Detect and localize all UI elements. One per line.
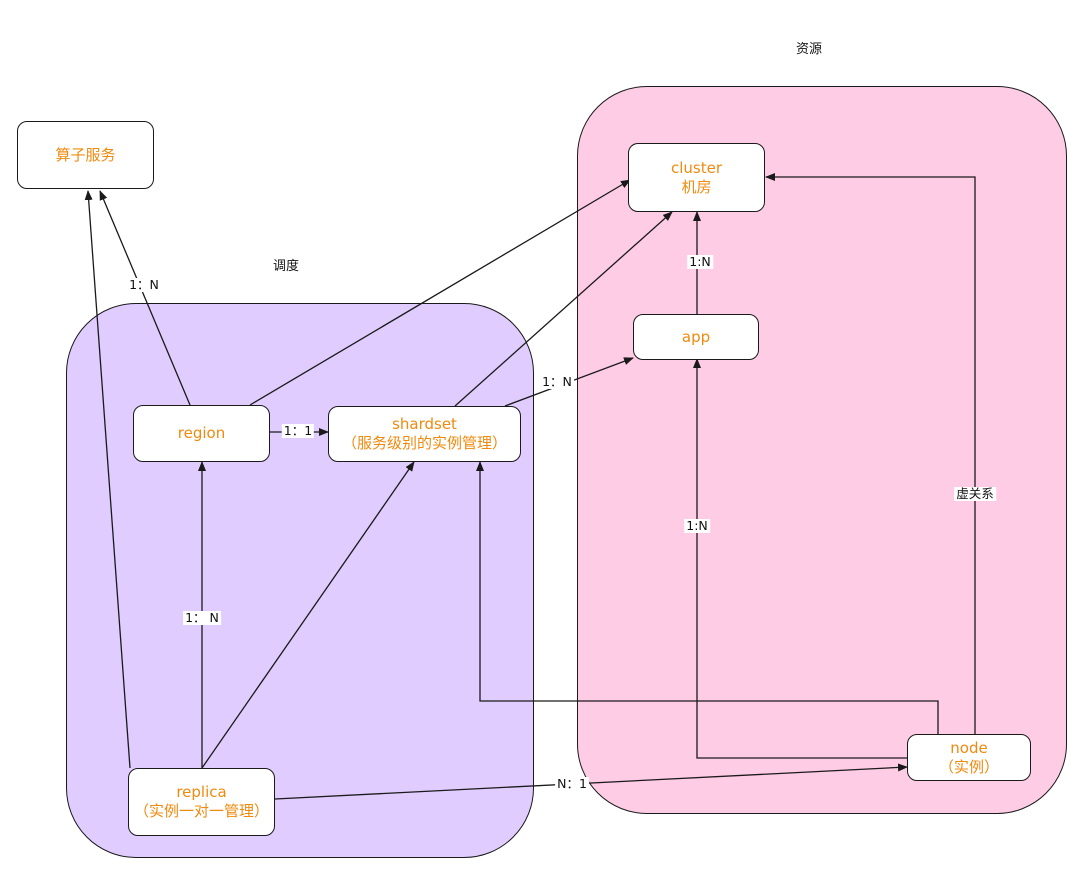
replica-label: replica (176, 783, 227, 801)
edge-label-node-app: 1:N (684, 518, 710, 533)
instance-node[interactable]: node （实例） (907, 734, 1031, 781)
edge-label-node-cluster: 虚关系 (954, 486, 996, 501)
node-sublabel: （实例） (938, 757, 999, 776)
edge-label-shardset-app: 1：N (540, 374, 574, 389)
schedule-zone (66, 303, 534, 858)
edge-label-region-shardset: 1：1 (281, 423, 315, 438)
cluster-label: cluster (670, 158, 722, 177)
edge-label-app-cluster: 1:N (687, 254, 713, 269)
shardset-label: shardset (392, 415, 457, 433)
app-node[interactable]: app (633, 314, 759, 360)
edge-region-operator (99, 190, 191, 406)
schedule-zone-label: 调度 (273, 259, 300, 274)
cluster-node[interactable]: cluster 机房 (628, 143, 765, 212)
region-label: region (177, 424, 226, 442)
edge-node-app (693, 358, 907, 759)
replica-sublabel: （实例一对一管理） (133, 802, 269, 820)
replica-node[interactable]: replica （实例一对一管理） (128, 768, 275, 836)
edge-label-region-operator: 1：N (127, 277, 161, 292)
region-node[interactable]: region (133, 405, 270, 462)
operator-service-label: 算子服务 (55, 145, 116, 164)
edge-replica-shardset (201, 461, 415, 769)
operator-service-node[interactable]: 算子服务 (17, 121, 154, 189)
edge-shardset-cluster (454, 211, 673, 407)
edge-node-shardset (476, 461, 939, 734)
app-label: app (681, 327, 711, 346)
cluster-sublabel: 机房 (681, 177, 712, 196)
edge-replica-node (274, 763, 908, 800)
edge-replica-operator (84, 190, 131, 769)
edge-region-cluster (249, 179, 631, 406)
shardset-sublabel: （服务级别的实例管理） (341, 434, 507, 452)
edge-label-replica-node: N：1 (555, 776, 589, 791)
edge-label-replica-region: 1： N (183, 610, 221, 625)
resource-zone-label: 资源 (796, 42, 823, 57)
node-label: node (950, 738, 988, 757)
edge-node-cluster (765, 173, 976, 734)
shardset-node[interactable]: shardset （服务级别的实例管理） (328, 406, 521, 462)
